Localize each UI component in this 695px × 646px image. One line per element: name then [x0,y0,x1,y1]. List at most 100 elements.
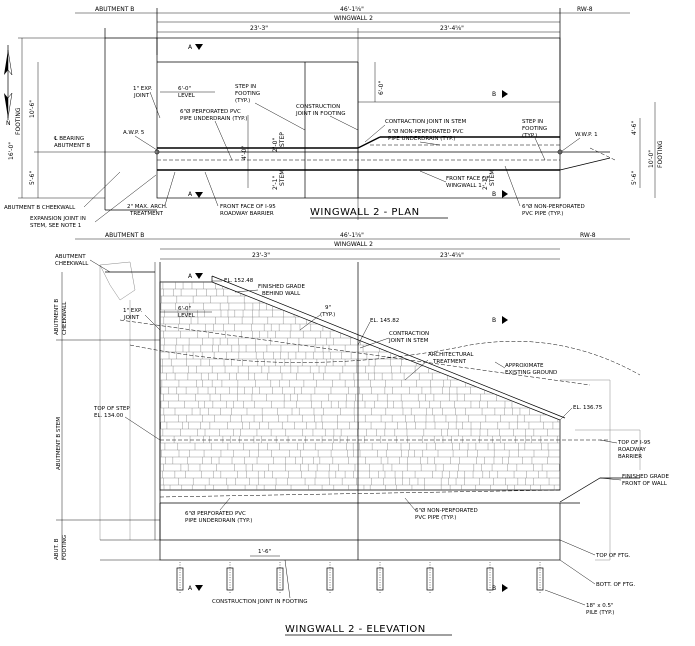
plan-view: N ABUTMENT B RW-8 46'-1⅝" WINGWALL 2 23'… [4,6,664,229]
elev-perf-2: PIPE UNDERDRAIN (TYP.) [185,518,252,524]
plan-perf-pvc-1: 6"Ø PERFORATED PVC [180,108,241,115]
elev-top-i95-3: BARRIER [618,454,642,460]
plan-max-arch-1: 2" MAX. ARCH. [127,204,168,210]
elev-slope-typ: (TYP.) [320,312,335,318]
plan-construction-joint-2: JOINT IN FOOTING [295,111,345,117]
plan-footing-right: FOOTING [657,140,664,168]
elev-abutment-b-label: ABUTMENT B [105,232,144,239]
section-arrow-icon [195,273,203,279]
elev-arch-2: TREATMENT [432,359,467,365]
pile [376,567,384,591]
elev-finished-grade-2: BEHIND WALL [262,291,301,297]
section-arrow-icon [502,584,508,592]
plan-front-barrier-2: ROADWAY BARRIER [220,211,274,217]
pile [226,567,234,591]
plan-stem-word-right: STEM [489,170,496,186]
elev-piles [176,562,544,594]
plan-dim-4-6: 4'-6" [631,121,638,135]
elev-side-stem: ABUTMENT B STEM [56,417,62,470]
elev-nonperf-1: 6"Ø NON-PERFORATED [415,507,478,514]
plan-nonperf-pipe-1: 6"Ø NON-PERFORATED [522,203,585,210]
plan-dim-r-5-6: 5'-6" [631,171,638,185]
plan-front-barrier-1: FRONT FACE OF I-95 [220,204,276,210]
elev-section-b-bottom: B [492,585,496,592]
elev-architectural-treatment-pattern [160,282,560,490]
elev-section-a-top: A [188,273,193,280]
plan-wwp: W.W.P. 1 [575,132,598,138]
elev-slope-top: 9" [325,305,331,311]
north-arrow-icon: N [4,45,13,127]
plan-dim-2-1: 2'-1" [272,176,279,190]
plan-section-a-top: A [188,44,193,51]
plan-dim-footing-total: 16'-0" [8,142,15,160]
plan-perf-pvc-2: PIPE UNDERDRAIN (TYP.) [180,116,247,122]
pile [276,567,284,591]
elev-exp-joint-2: JOINT [123,315,140,321]
plan-bearing-2: ABUTMENT B [54,143,90,149]
plan-footing-outline [156,37,561,199]
plan-step-footing-r3: (TYP.) [522,133,537,139]
elev-top-step-1: TOP OF STEP [93,406,130,412]
plan-section-b-top: B [492,91,496,98]
elev-top-i95-1: TOP OF I-95 [617,440,651,446]
plan-dim-2-1-right: 2'-1" [482,176,489,190]
elev-contraction-2: JOINT IN STEM [388,338,429,344]
plan-cheekwall: ABUTMENT B CHEEKWALL [4,205,76,211]
plan-nonperf-pipe-2: PVC PIPE (TYP.) [522,211,563,217]
elev-finished-front-2: FRONT OF WALL [622,481,668,487]
plan-section-b-bottom: B [492,191,496,198]
plan-dim-6-0-vert: 6'-0" [378,81,385,95]
plan-title: WINGWALL 2 - PLAN [310,207,420,218]
plan-dim-5-6: 5'-6" [29,171,36,185]
plan-nonperf-pvc-2: PIPE UNDERDRAIN (TYP.) [388,136,455,142]
pile [536,567,544,591]
elev-wingwall-label: WINGWALL 2 [334,241,373,248]
plan-step-footing-2: FOOTING [235,91,260,97]
elev-side-cheekwall-2: CHEEKWALL [62,301,68,335]
plan-front-wingwall-2: WINGWALL 1 [446,183,482,189]
elevation-view: ABUTMENT B RW-8 46'-1⅝" WINGWALL 2 23'-3… [54,232,669,636]
plan-dim-2-0: 2'-0" [272,138,279,152]
elev-cheekwall-1: ABUTMENT [55,254,86,260]
plan-dim-10-0: 10'-0" [648,150,655,168]
elev-dim-right: 23'-4⅝" [440,252,464,259]
plan-dim-4-0: 4'-0" [241,146,248,160]
plan-contraction-joint: CONTRACTION JOINT IN STEM [385,119,467,125]
elev-dim-left: 23'-3" [252,252,270,259]
section-arrow-icon [195,192,203,198]
elev-pile-2: PILE (TYP.) [586,610,614,616]
elev-approx-ground-2: EXISTING GROUND [505,370,557,376]
plan-abutment-b-label: ABUTMENT B [95,6,134,13]
plan-step-footing-r2: FOOTING [522,126,547,132]
elev-section-b-top: B [492,317,496,324]
elev-cheekwall-2: CHEEKWALL [55,261,89,267]
elev-level-word: LEVEL [178,313,196,319]
pile [426,567,434,591]
plan-exp-joint-1: 1" EXP. [133,86,152,92]
plan-exp-joint-2: JOINT [133,93,150,99]
elev-rw8-label: RW-8 [580,232,596,239]
plan-step-word: STEP [279,132,286,147]
elev-el-top: EL. 152.48 [224,278,254,284]
north-label: N [6,120,11,127]
plan-dim-right: 23'-4⅝" [440,25,464,32]
plan-dim-footing-word: FOOTING [15,107,22,135]
plan-overall-dim: 46'-1⅝" [340,6,364,13]
elev-level-dim: 6'-0" [178,306,191,312]
plan-construction-joint-1: CONSTRUCTION [296,104,340,110]
plan-awp: A.W.P. 5 [123,130,145,136]
elev-contraction-1: CONTRACTION [389,331,429,337]
plan-dim-10-6: 10'-6" [29,100,36,118]
plan-stem-word: STEM [279,170,286,186]
plan-step-footing-3: (TYP.) [235,98,250,104]
elev-cj-footing: CONSTRUCTION JOINT IN FOOTING [212,599,307,605]
elev-abutment-structure [99,261,161,540]
plan-step-footing-1: STEP IN [235,84,256,90]
section-arrow-icon [502,190,508,198]
plan-section-a-bottom: A [188,191,193,198]
plan-nonperf-pvc-1: 6"Ø NON-PERFORATED PVC [388,128,464,135]
elev-section-a-bottom: A [188,585,193,592]
elev-approx-ground-1: APPROXIMATE [505,363,544,369]
elev-perf-1: 6"Ø PERFORATED PVC [185,510,246,517]
